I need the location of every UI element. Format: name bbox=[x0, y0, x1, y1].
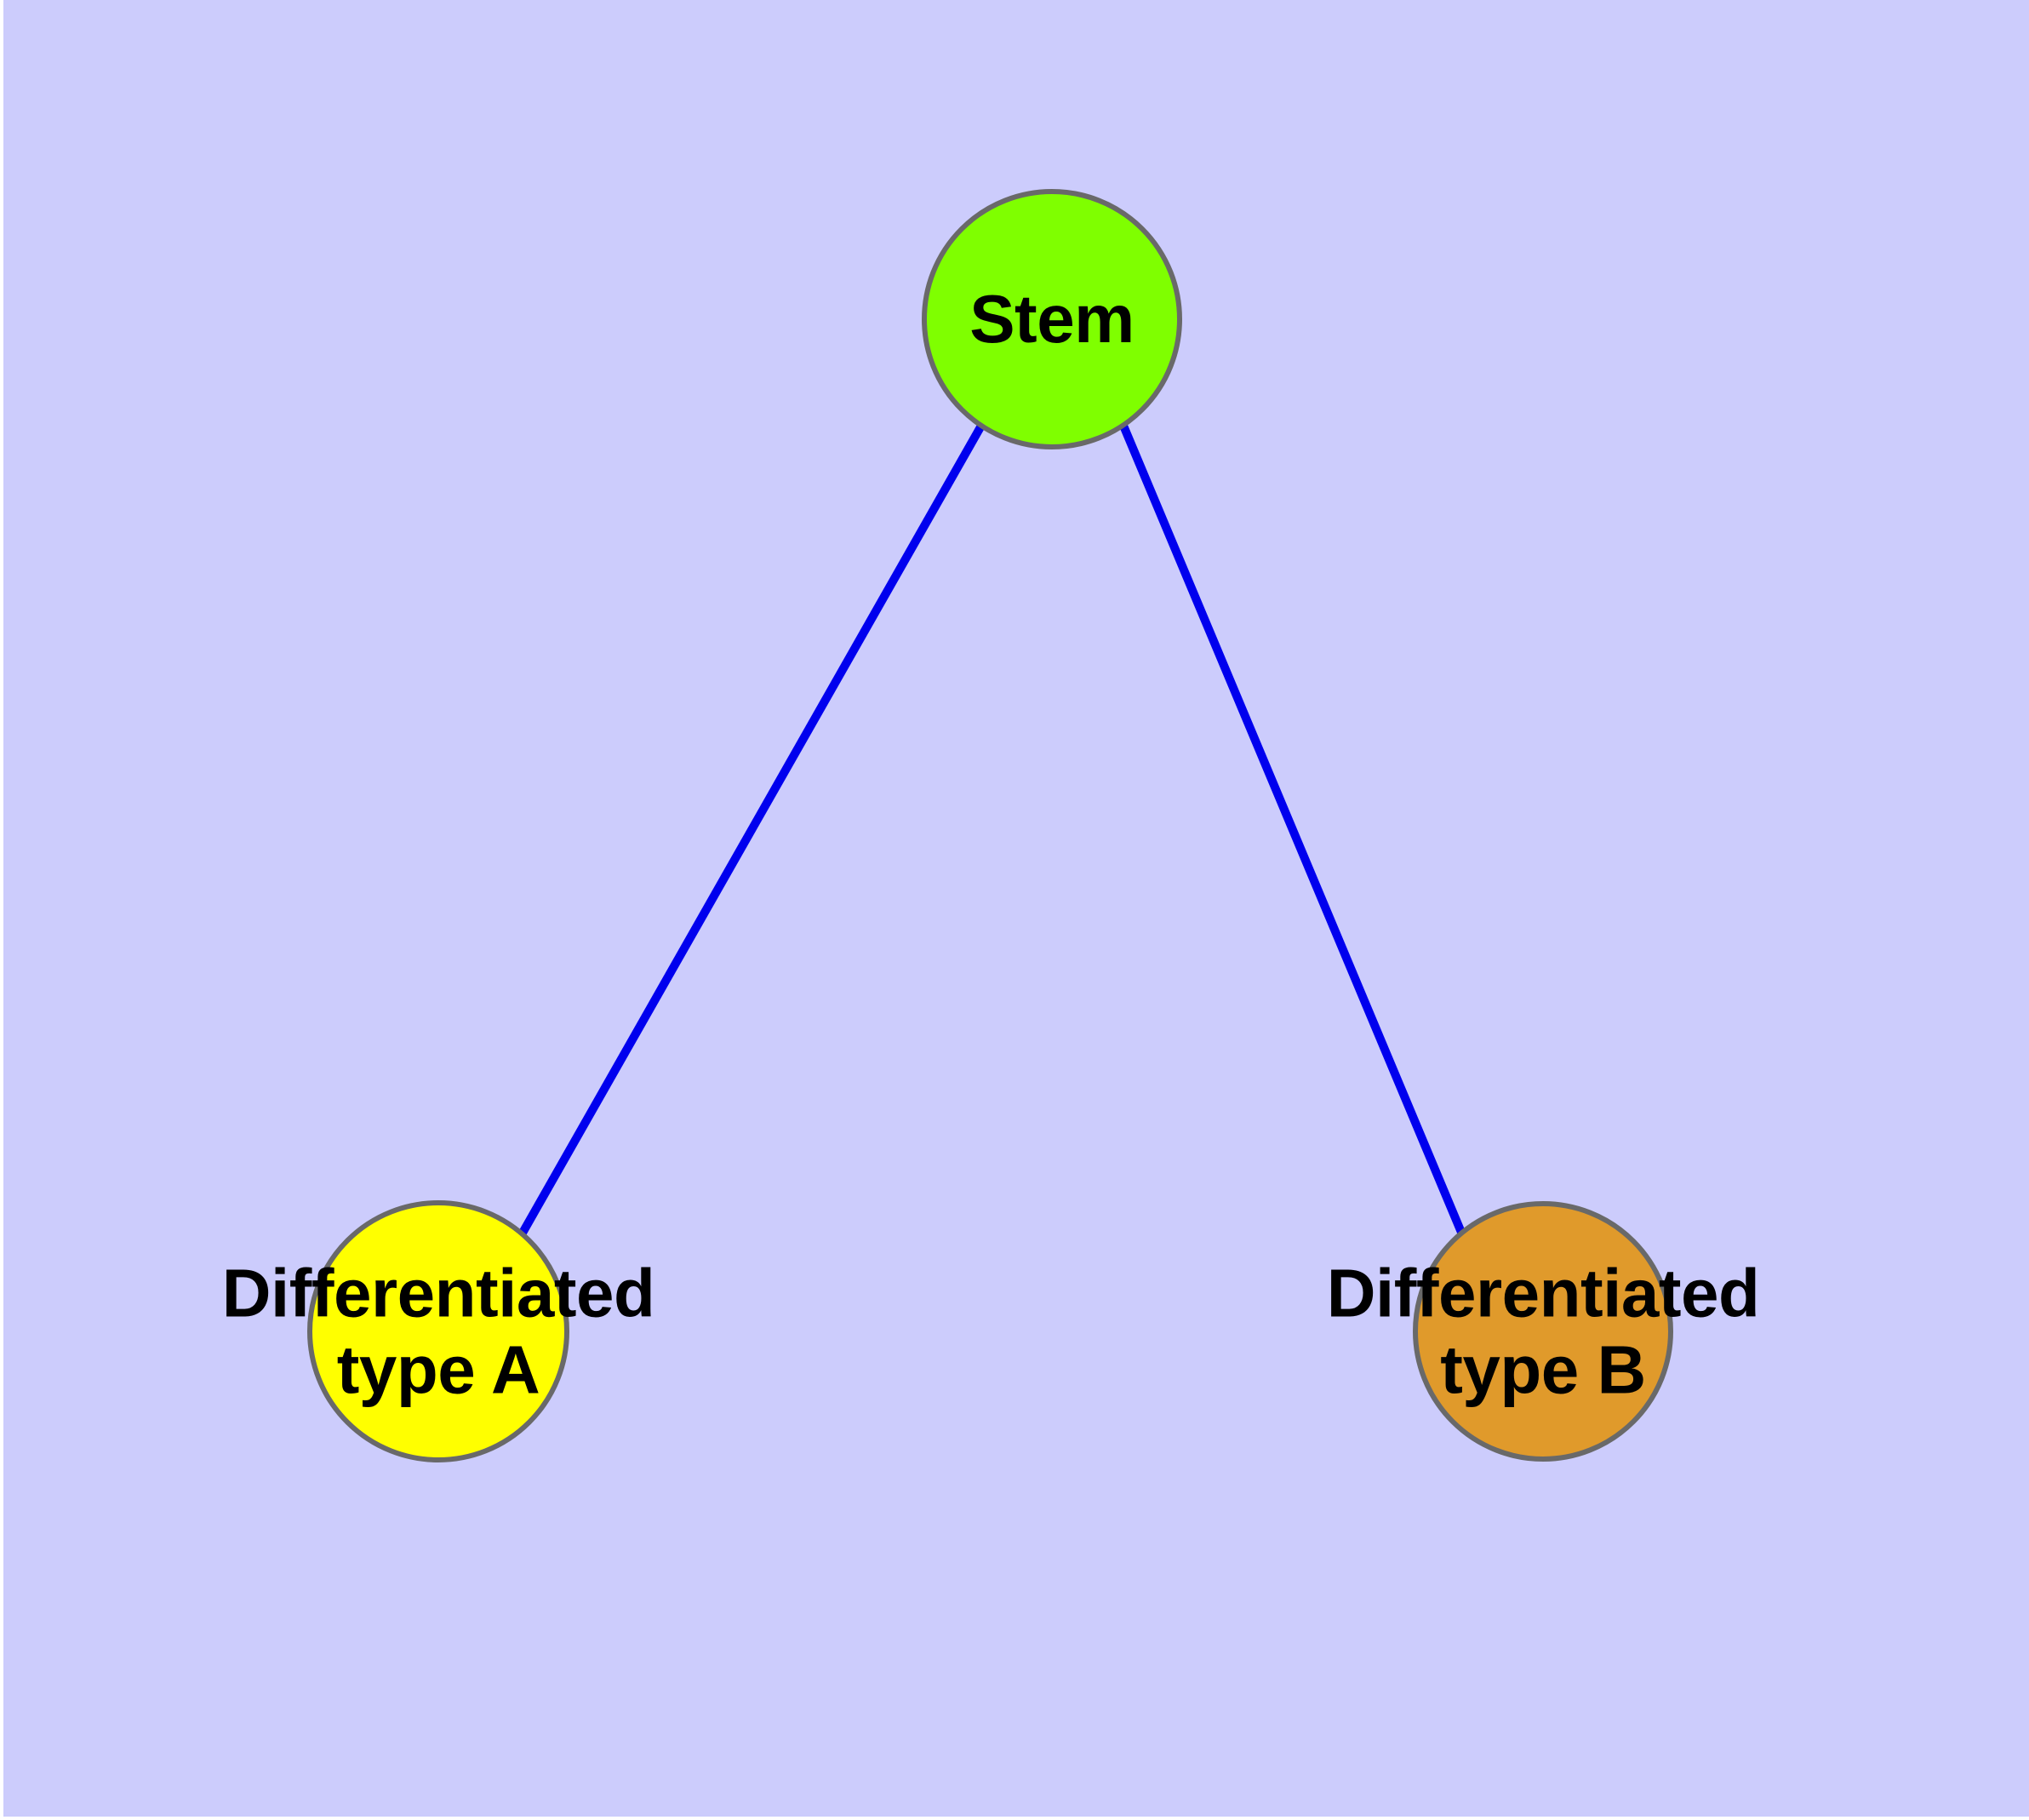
node-diff_b[interactable] bbox=[1413, 1201, 1673, 1462]
nodes-group bbox=[307, 189, 1673, 1462]
edge-stem-to-b[interactable] bbox=[1119, 424, 1466, 1236]
node-diff_a[interactable] bbox=[307, 1200, 569, 1462]
node-stem[interactable] bbox=[922, 189, 1182, 449]
edge-stem-to-a[interactable] bbox=[517, 423, 986, 1237]
edges-group bbox=[517, 423, 1466, 1237]
